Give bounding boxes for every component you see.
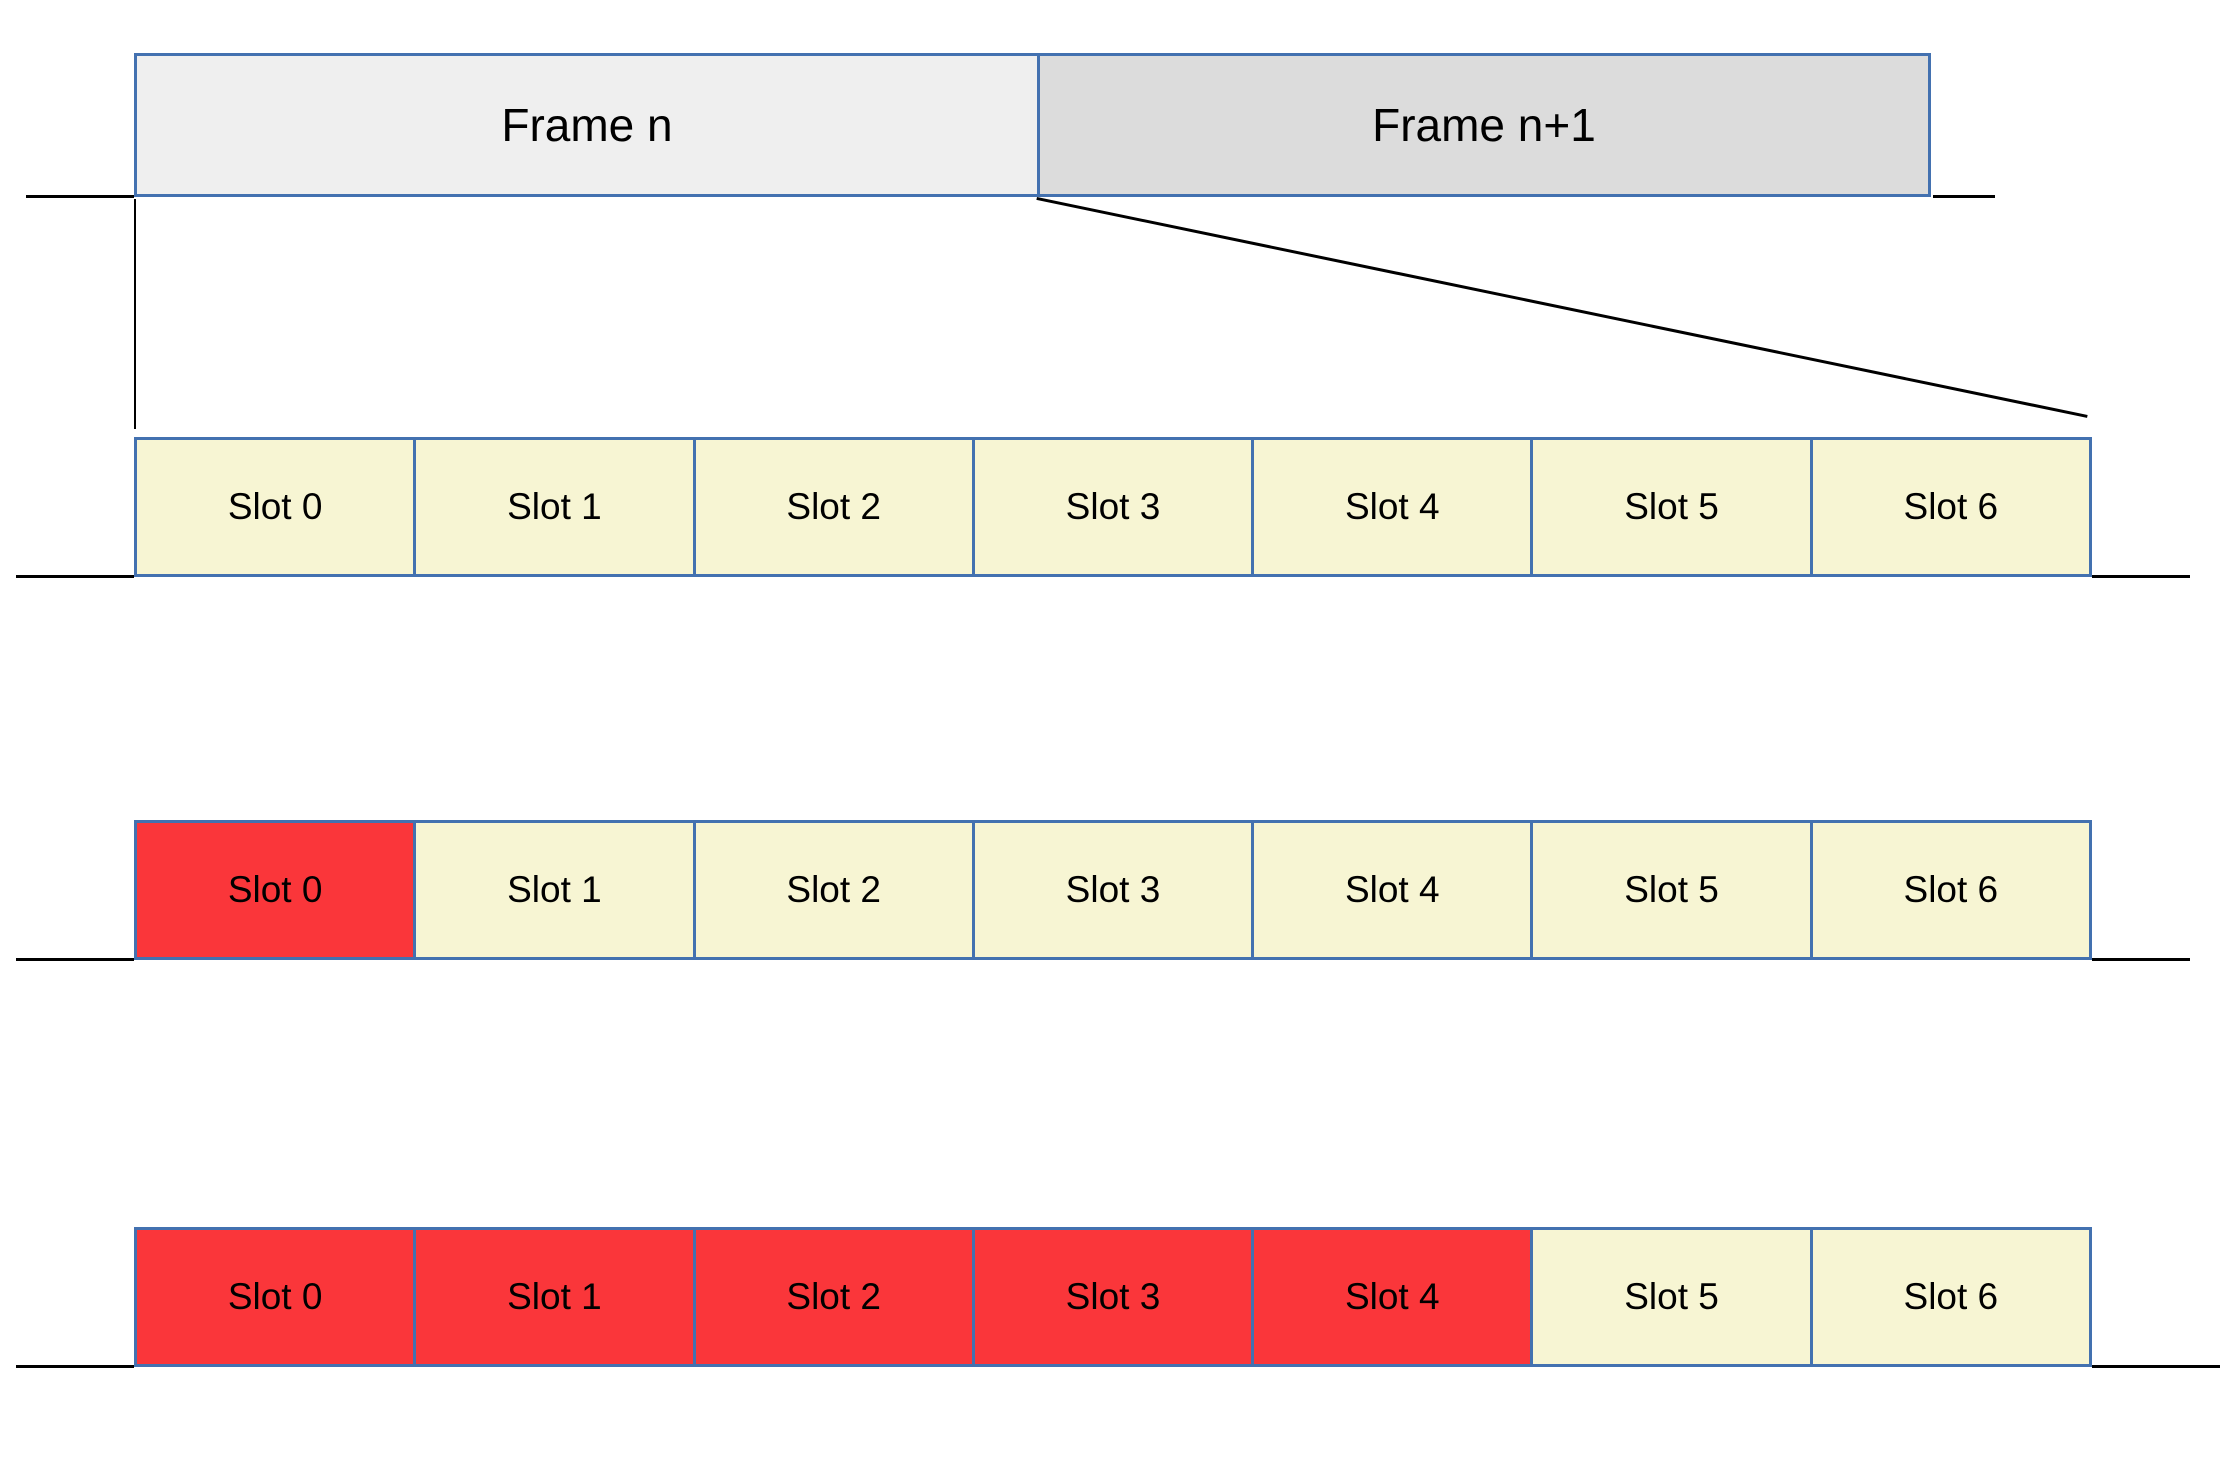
slot-label: Slot 4 xyxy=(1344,1276,1440,1317)
slot-row1-axis-line-right xyxy=(2092,575,2190,578)
slot-row2-axis-line-right xyxy=(2092,958,2190,961)
slot-cell: Slot 6 xyxy=(1809,440,2089,574)
slot-cell: Slot 1 xyxy=(413,823,693,957)
slot-row2-axis-line-left xyxy=(16,958,134,961)
frame-n-plus-1-box: Frame n+1 xyxy=(1036,56,1928,194)
slot-cell: Slot 3 xyxy=(971,823,1252,957)
slot-cell: Slot 4 xyxy=(1251,823,1531,957)
frame-n-box: Frame n xyxy=(137,56,1037,194)
slot-label: Slot 5 xyxy=(1624,869,1719,910)
slot-cell: Slot 0 xyxy=(137,440,414,574)
slot-label: Slot 6 xyxy=(1903,1276,1999,1317)
slot-label: Slot 0 xyxy=(227,1276,323,1317)
expansion-line-diagonal xyxy=(1036,197,2088,418)
slot-label: Slot 6 xyxy=(1903,869,1999,910)
slot-cell: Slot 2 xyxy=(692,1230,972,1364)
slot-label: Slot 5 xyxy=(1624,486,1719,527)
slot-label: Slot 1 xyxy=(507,869,602,910)
slot-label: Slot 3 xyxy=(1065,869,1161,910)
expansion-line-vertical xyxy=(134,199,136,429)
slot-cell: Slot 2 xyxy=(692,823,972,957)
slot-label: Slot 5 xyxy=(1624,1276,1719,1317)
slot-cell: Slot 4 xyxy=(1251,1230,1531,1364)
slot-row3-axis-line-left xyxy=(16,1365,134,1368)
slot-cell: Slot 6 xyxy=(1809,1230,2089,1364)
slot-label: Slot 0 xyxy=(227,869,323,910)
slot-cell: Slot 3 xyxy=(971,440,1252,574)
slot-cell: Slot 3 xyxy=(971,1230,1252,1364)
slot-cell: Slot 0 xyxy=(137,823,414,957)
frame-n-label: Frame n xyxy=(501,99,673,151)
slot-label: Slot 3 xyxy=(1065,1276,1161,1317)
slot-row-expanded: Slot 0 Slot 1 Slot 2 Slot 3 Slot 4 Slot 5 Slot… xyxy=(134,437,2092,577)
slot-label: Slot 3 xyxy=(1065,486,1161,527)
slot-cell: Slot 4 xyxy=(1251,440,1531,574)
slot-row-one-active: Slot 0 Slot 1 Slot 2 Slot 3 Slot 4 Slot 5 Slot… xyxy=(134,820,2092,960)
frame-axis-line-left xyxy=(26,195,134,198)
slot-row3-axis-line-right xyxy=(2092,1365,2220,1368)
slot-cell: Slot 5 xyxy=(1530,440,1810,574)
slot-cell: Slot 2 xyxy=(692,440,972,574)
slot-row1-axis-line-left xyxy=(16,575,134,578)
slot-label: Slot 4 xyxy=(1344,869,1440,910)
slot-label: Slot 6 xyxy=(1903,486,1999,527)
slot-label: Slot 2 xyxy=(786,1276,882,1317)
slot-label: Slot 1 xyxy=(507,486,602,527)
slot-cell: Slot 1 xyxy=(413,440,693,574)
slot-label: Slot 2 xyxy=(786,869,882,910)
slot-cell: Slot 1 xyxy=(413,1230,693,1364)
slot-label: Slot 0 xyxy=(227,486,323,527)
slot-cell: Slot 0 xyxy=(137,1230,414,1364)
frame-axis-line-right xyxy=(1933,195,1995,198)
slot-label: Slot 1 xyxy=(507,1276,602,1317)
slot-label: Slot 2 xyxy=(786,486,882,527)
frame-n-plus-1-label: Frame n+1 xyxy=(1372,99,1596,151)
slot-row-five-active: Slot 0 Slot 1 Slot 2 Slot 3 Slot 4 Slot 5 Slot… xyxy=(134,1227,2092,1367)
slot-cell: Slot 6 xyxy=(1809,823,2089,957)
slot-cell: Slot 5 xyxy=(1530,823,1810,957)
slot-label: Slot 4 xyxy=(1344,486,1440,527)
frame-row: Frame n Frame n+1 xyxy=(134,53,1931,197)
slot-cell: Slot 5 xyxy=(1530,1230,1810,1364)
